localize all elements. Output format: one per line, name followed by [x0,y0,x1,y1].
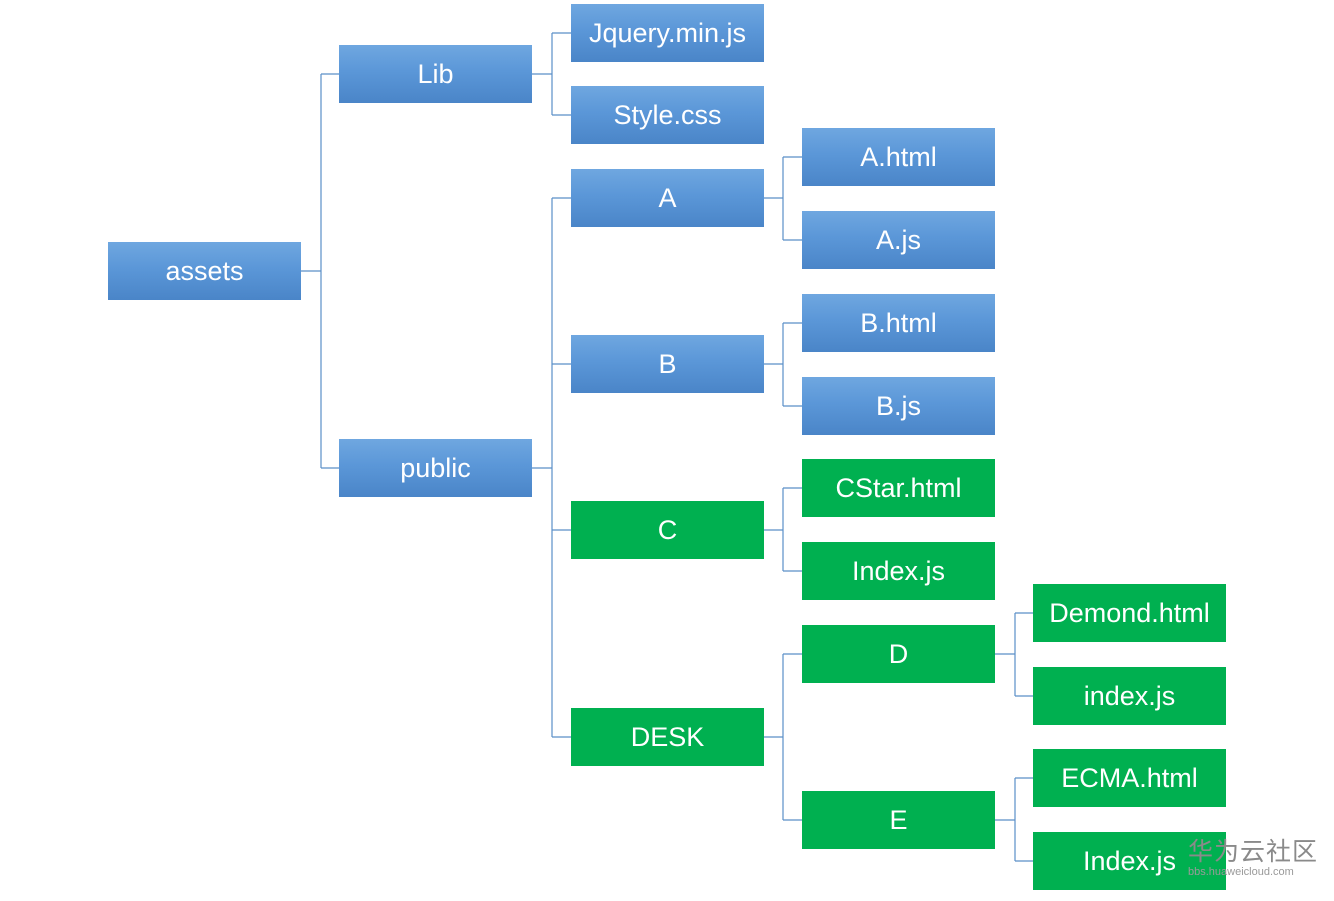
node-d: D [802,625,995,683]
node-desk: DESK [571,708,764,766]
node-e: E [802,791,995,849]
node-b-html: B.html [802,294,995,352]
watermark: 华为云社区 bbs.huaweicloud.com [1188,838,1328,879]
connector-assets [301,73,339,469]
watermark-url: bbs.huaweicloud.com [1188,866,1294,878]
node-jquery-min-js: Jquery.min.js [571,4,764,62]
connector-b [763,322,802,407]
node-lib: Lib [339,45,532,103]
node-c: C [571,501,764,559]
node-a-html: A.html [802,128,995,186]
node-d-index-js: index.js [1033,667,1226,725]
node-c-index-js: Index.js [802,542,995,600]
connector-public [532,197,571,738]
node-b: B [571,335,764,393]
connector-lib [532,32,571,116]
connector-e [995,777,1033,862]
node-cstar-html: CStar.html [802,459,995,517]
watermark-title: 华为云社区 [1188,838,1319,866]
node-public: public [339,439,532,497]
node-style-css: Style.css [571,86,764,144]
node-demond-html: Demond.html [1033,584,1226,642]
connector-a [763,156,802,241]
node-assets: assets [108,242,301,300]
connector-desk [763,653,802,821]
connector-c [763,487,802,572]
node-b-js: B.js [802,377,995,435]
connector-d [995,612,1033,697]
node-a-js: A.js [802,211,995,269]
node-e-index-js: Index.js [1033,832,1226,890]
node-a: A [571,169,764,227]
node-ecma-html: ECMA.html [1033,749,1226,807]
